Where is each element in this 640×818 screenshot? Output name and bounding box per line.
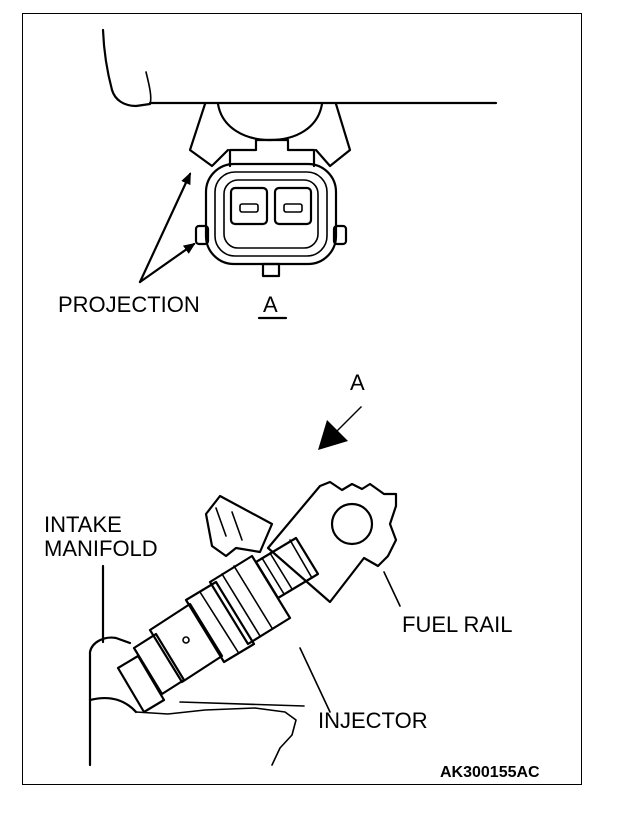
arrow-a-label: A [350,370,365,395]
hand-outline [101,28,498,108]
projection-arrows [138,172,196,284]
connector-front-view [194,138,348,278]
injector-label: INJECTOR [318,708,428,733]
intake-manifold-label-line2: MANIFOLD [44,536,158,561]
fuel-rail-label: FUEL RAIL [402,612,512,637]
injector-top-housing [188,102,352,168]
injector-connector [204,494,274,558]
leader-lines [179,647,331,713]
view-direction-arrow [318,398,362,450]
figure-frame [22,13,582,785]
injector-body [116,536,320,714]
intake-manifold-label-line1: INTAKE [44,512,122,537]
intake-manifold [88,564,297,767]
view-a-label: A [263,292,278,317]
fuel-rail [266,480,401,607]
projection-label: PROJECTION [58,292,200,317]
figure-code: AK300155AC [440,764,540,781]
